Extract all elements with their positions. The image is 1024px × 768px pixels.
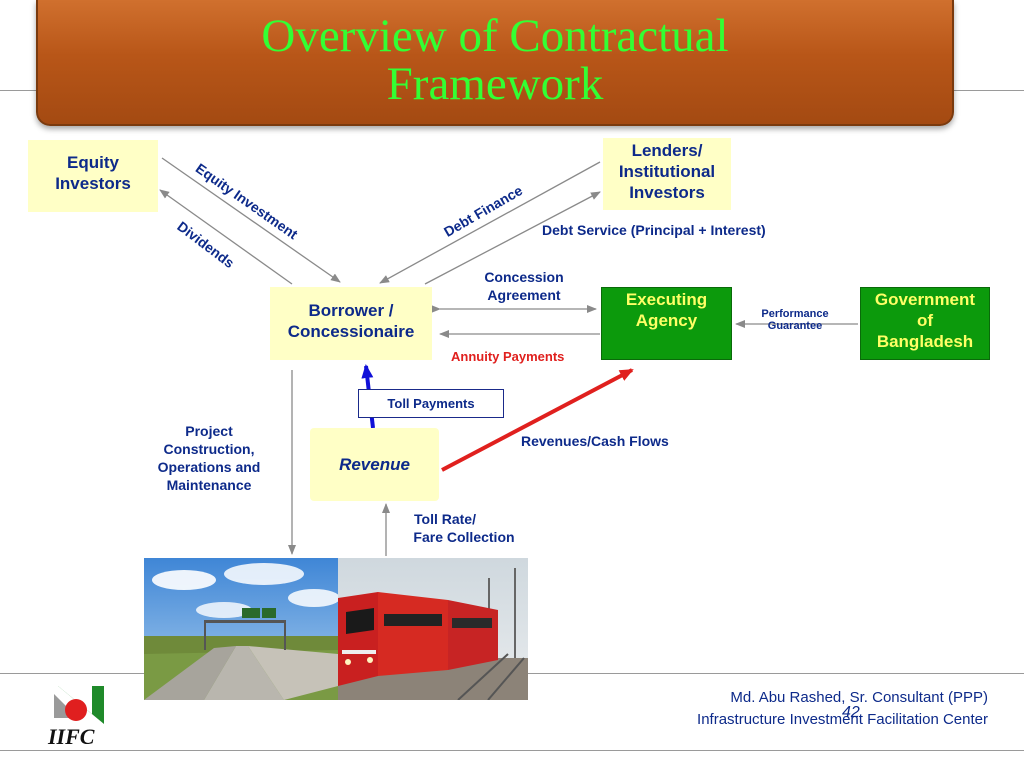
title-line-2: Framework — [386, 58, 604, 110]
slide-title: Overview of Contractual Framework — [36, 0, 954, 126]
toll-payments-label: Toll Payments — [387, 396, 475, 411]
concession-agreement-line-1: Concession — [484, 269, 564, 285]
toll-rate-line-2: Fare Collection — [413, 529, 515, 545]
project-construction-line-1: Project — [185, 423, 233, 439]
concession-agreement-line-2: Agreement — [487, 287, 561, 303]
government-line-3: Bangladesh — [876, 332, 974, 351]
government-line-2: of — [916, 311, 934, 330]
lenders-line-1: Lenders/ — [631, 141, 703, 160]
debt-service-label: Debt Service (Principal + Interest) — [542, 222, 766, 238]
title-line-1: Overview of Contractual — [261, 10, 729, 62]
project-construction-label: Project Construction, Operations and Mai… — [140, 422, 278, 494]
revenue-label: Revenue — [339, 455, 410, 474]
equity-investment-label: Equity Investment — [192, 160, 301, 243]
dividends-label: Dividends — [174, 218, 238, 272]
borrower-line-2: Concessionaire — [287, 322, 415, 341]
equity-investment-arrow — [161, 157, 341, 283]
footer-rule-bottom — [0, 750, 1024, 751]
equity-investors-line-2: Investors — [55, 174, 131, 193]
toll-rate-label: Toll Rate/ Fare Collection — [400, 510, 528, 546]
equity-investors-box: Equity Investors — [28, 140, 158, 212]
project-construction-line-3: Operations and — [157, 459, 261, 475]
lenders-line-2: Institutional — [618, 162, 716, 181]
train-photo — [338, 558, 528, 700]
revenue-box: Revenue — [310, 428, 439, 501]
performance-guarantee-line-1: Performance — [761, 308, 829, 320]
borrower-box: Borrower / Concessionaire — [270, 287, 432, 360]
borrower-line-1: Borrower / — [308, 301, 394, 320]
footer-author: Md. Abu Rashed, Sr. Consultant (PPP) — [730, 689, 988, 706]
concession-agreement-label: Concession Agreement — [464, 268, 584, 304]
lenders-line-3: Investors — [629, 183, 705, 202]
revenues-cash-flows-label: Revenues/Cash Flows — [521, 433, 669, 449]
toll-rate-line-1: Toll Rate/ — [414, 511, 476, 527]
government-box: Government of Bangladesh — [860, 287, 990, 360]
equity-investors-line-1: Equity — [67, 153, 119, 172]
highway-photo — [144, 558, 338, 700]
performance-guarantee-label: Performance Guarantee — [744, 308, 846, 332]
page-number: 42 — [842, 704, 860, 721]
government-line-1: Government — [874, 290, 976, 309]
revenues-cash-flows-arrow — [441, 368, 634, 472]
executing-agency-line-2: Agency — [635, 311, 698, 330]
debt-finance-label: Debt Finance — [441, 182, 526, 240]
executing-agency-box: Executing Agency — [601, 287, 732, 360]
annuity-payments-label: Annuity Payments — [451, 349, 565, 364]
project-construction-line-2: Construction, — [163, 441, 255, 457]
toll-payments-box: Toll Payments — [358, 389, 504, 418]
iifc-logo: IIFC — [48, 684, 112, 750]
iifc-logo-text: IIFC — [48, 724, 95, 749]
executing-agency-line-1: Executing — [625, 290, 708, 309]
footer-organization: Infrastructure Investment Facilitation C… — [697, 711, 988, 728]
project-construction-line-4: Maintenance — [166, 477, 252, 493]
performance-guarantee-line-2: Guarantee — [767, 320, 823, 332]
lenders-box: Lenders/ Institutional Investors — [603, 138, 731, 210]
iifc-emblem — [54, 686, 104, 724]
